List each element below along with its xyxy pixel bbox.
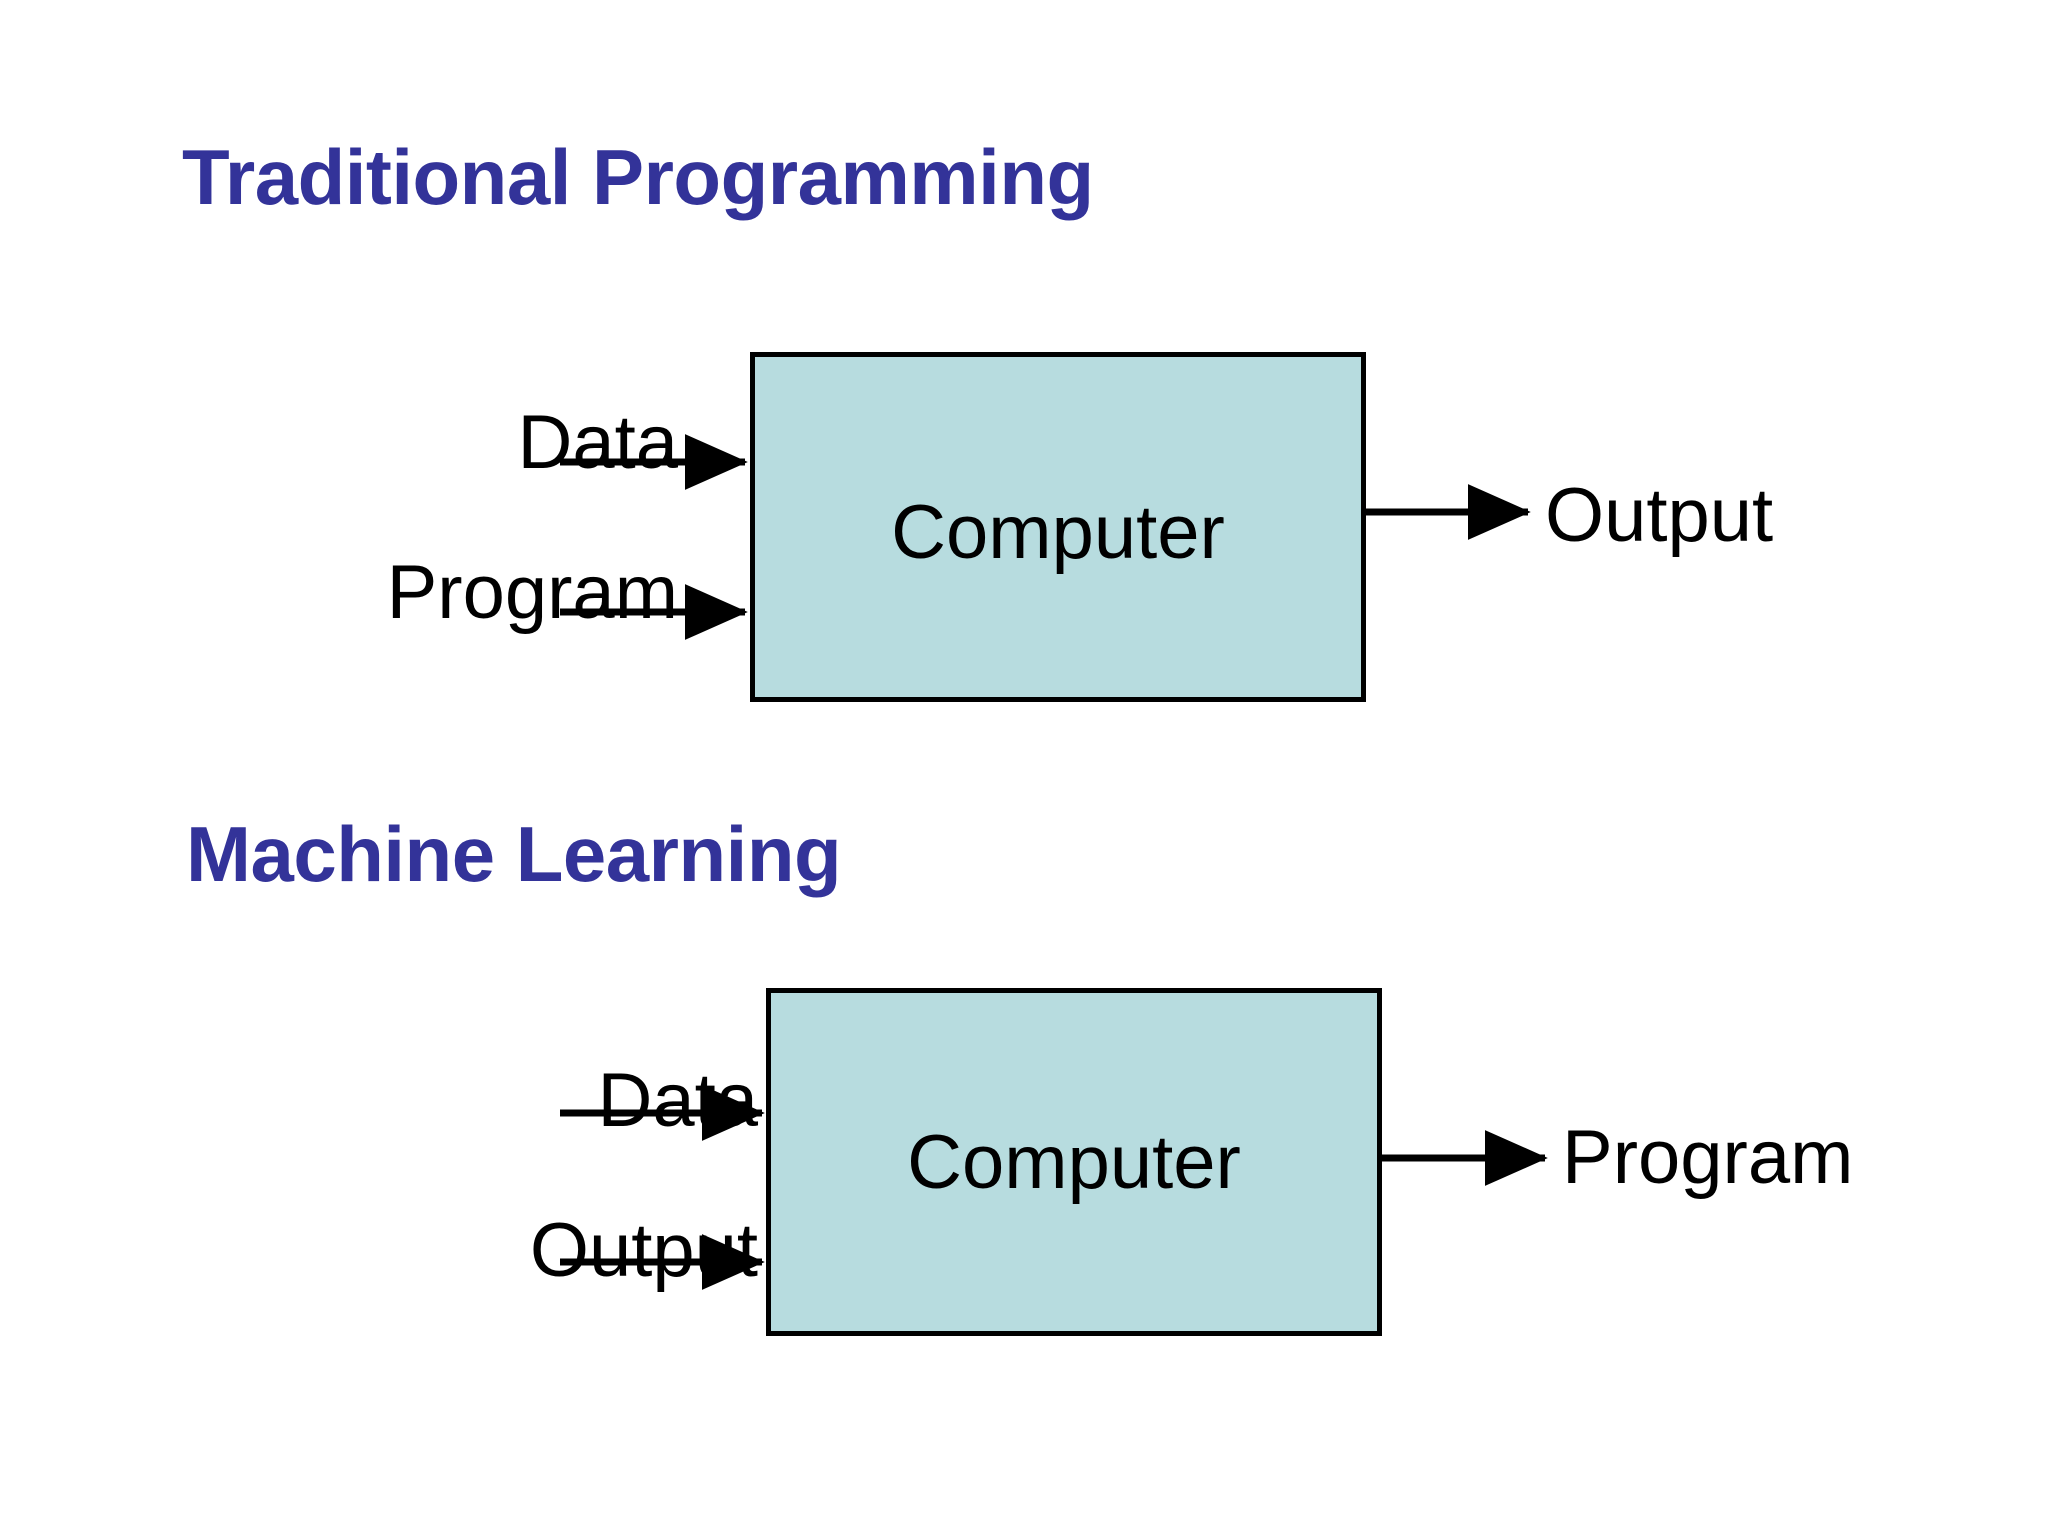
process-box-label-ml: Computer [907, 1120, 1241, 1205]
input-label-traditional-program: Program [386, 550, 678, 635]
process-box-ml-computer: Computer [766, 988, 1382, 1336]
input-label-ml-data: Data [597, 1058, 758, 1143]
input-label-ml-output: Output [529, 1208, 758, 1293]
section-title-traditional-programming: Traditional Programming [182, 133, 1094, 221]
output-label-ml-program: Program [1562, 1115, 1854, 1200]
process-box-traditional-computer: Computer [750, 352, 1366, 702]
output-label-traditional-output: Output [1545, 473, 1774, 558]
section-title-machine-learning: Machine Learning [186, 810, 842, 898]
process-box-label-traditional: Computer [891, 490, 1225, 575]
input-label-traditional-data: Data [517, 400, 678, 485]
